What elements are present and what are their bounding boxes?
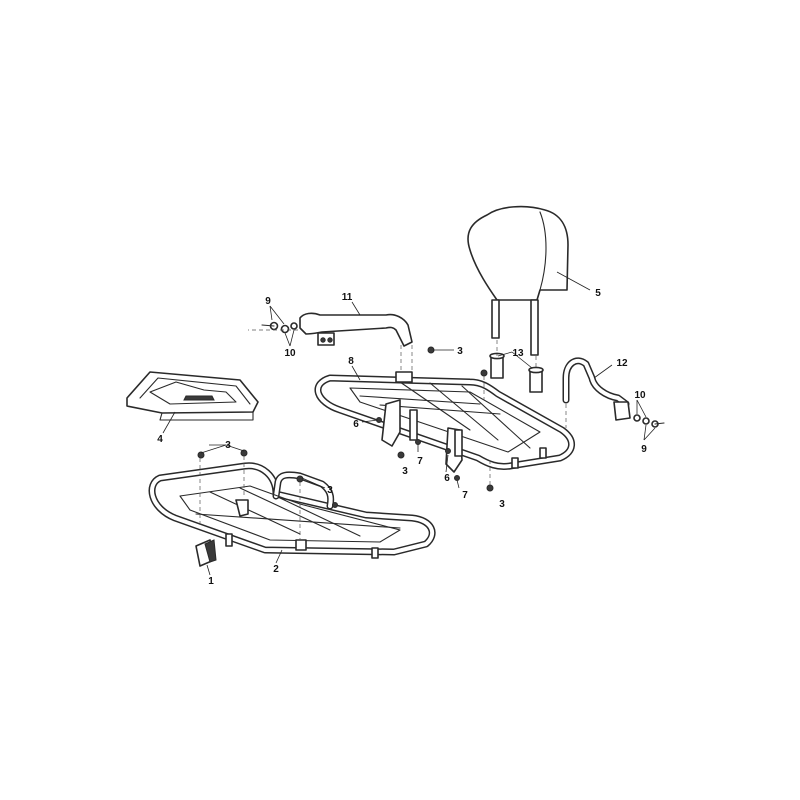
- part-1-reflector: [195, 539, 217, 567]
- callout-11: 11: [342, 292, 353, 303]
- callout-3-rear-right: 3: [499, 499, 505, 510]
- callout-labels: 1 2 3 3 3 3 3 4 5 6 6 7 7 8 9 9 10 10 11…: [157, 288, 647, 587]
- callout-7-right: 7: [462, 490, 468, 501]
- leader-lines: [162, 271, 656, 576]
- callout-6-left: 6: [353, 419, 359, 430]
- callout-13: 13: [512, 348, 524, 359]
- callout-10-right: 10: [634, 390, 646, 401]
- callout-7-left: 7: [417, 456, 423, 467]
- callout-2: 2: [273, 564, 279, 575]
- callout-3-rear-left: 3: [402, 466, 408, 477]
- callout-9-right: 9: [641, 444, 647, 455]
- part-13-spacers: [489, 352, 544, 393]
- callout-3-rear-top: 3: [457, 346, 463, 357]
- callout-8: 8: [348, 356, 354, 367]
- fasteners: [197, 346, 494, 508]
- part-12-grab-handle: [562, 357, 665, 428]
- part-4-cargo-lid: [126, 371, 259, 421]
- assembly-lines: [199, 329, 567, 540]
- callout-1: 1: [208, 576, 214, 587]
- part-2-front-rack: [148, 462, 436, 559]
- callout-3-front-left: 3: [225, 440, 231, 451]
- callout-3-front-right: 3: [327, 485, 333, 496]
- part-8-rear-rack: [314, 371, 575, 473]
- callout-12: 12: [616, 358, 628, 369]
- callout-9-left: 9: [265, 296, 271, 307]
- part-11-grab-handle: [261, 312, 413, 347]
- part-5-backrest: [467, 205, 569, 356]
- callout-6-right: 6: [444, 473, 450, 484]
- callout-4: 4: [157, 434, 163, 445]
- callout-10-left: 10: [284, 348, 296, 359]
- callout-5: 5: [595, 288, 601, 299]
